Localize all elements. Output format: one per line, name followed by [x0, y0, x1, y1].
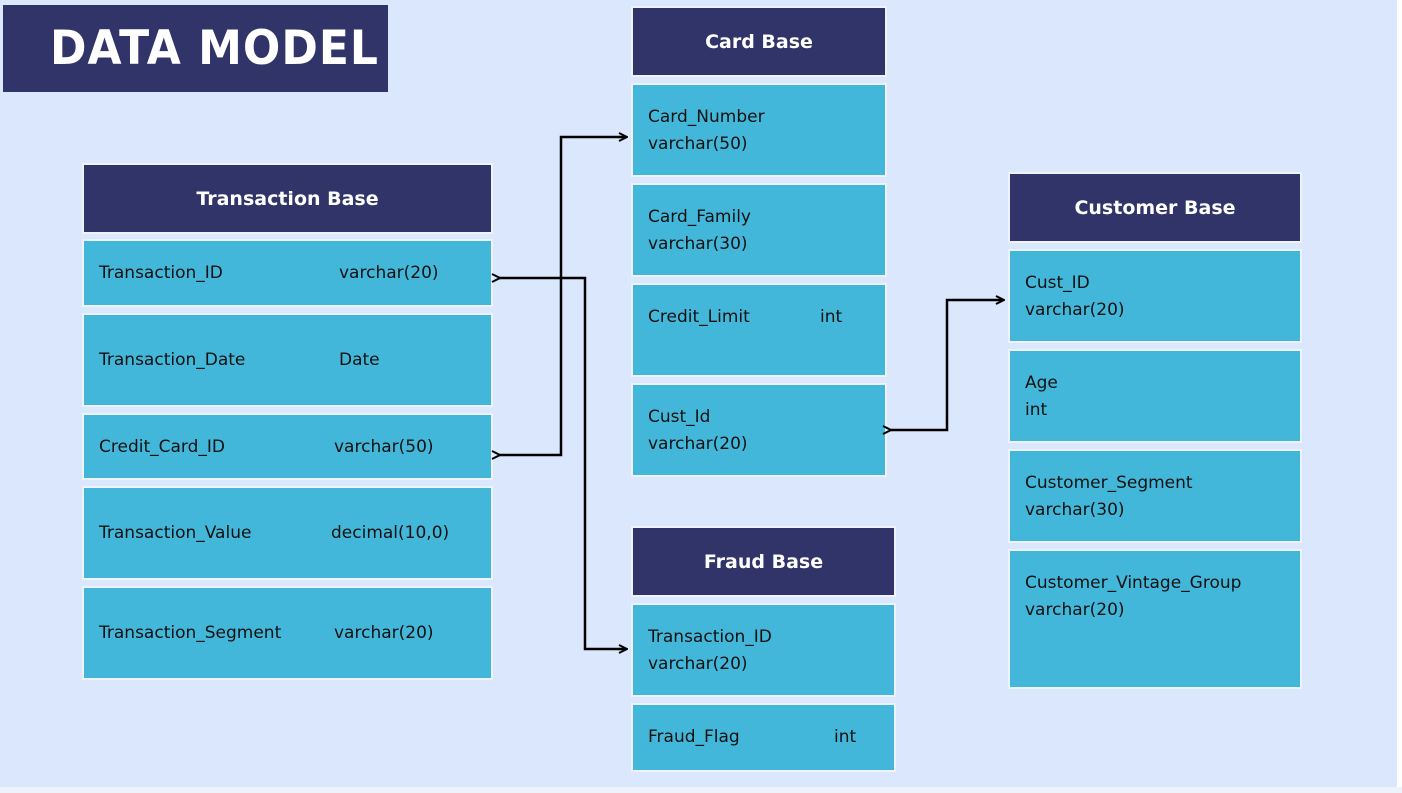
field-name: Cust_ID — [1025, 273, 1090, 293]
field-row: Transaction_Segment varchar(20) — [84, 588, 491, 678]
field-type: varchar(50) — [648, 134, 748, 154]
field-row: Card_Family varchar(30) — [633, 185, 885, 275]
field-type: varchar(30) — [648, 234, 748, 254]
field-name: Transaction_Segment — [99, 623, 282, 643]
field-row: Customer_Vintage_Group varchar(20) — [1010, 551, 1300, 687]
canvas-edge — [1397, 0, 1402, 793]
field-type: decimal(10,0) — [331, 523, 450, 543]
table-title: Fraud Base — [703, 550, 824, 573]
link-transaction-id-to-fraud — [499, 278, 626, 649]
field-row: Cust_ID varchar(20) — [1010, 251, 1300, 341]
field-type: Date — [339, 350, 380, 370]
diagram-title: DATA MODEL — [50, 20, 379, 77]
field-row: Credit_Card_ID varchar(50) — [84, 415, 491, 478]
field-name: Card_Family — [648, 207, 751, 227]
field-type: varchar(20) — [1025, 600, 1125, 620]
field-name: Customer_Segment — [1025, 473, 1193, 493]
field-row: Card_Number varchar(50) — [633, 85, 885, 175]
field-type: varchar(20) — [648, 434, 748, 454]
field-name: Transaction_Value — [99, 523, 252, 543]
field-name: Credit_Card_ID — [99, 437, 225, 457]
field-row: Transaction_Date Date — [84, 315, 491, 405]
field-type: varchar(20) — [1025, 300, 1125, 320]
field-row: Transaction_ID varchar(20) — [633, 605, 894, 695]
field-name: Card_Number — [648, 107, 765, 127]
field-type: varchar(20) — [339, 263, 439, 283]
link-card-cust-id-to-customer — [890, 300, 1003, 430]
table-header: Fraud Base — [633, 528, 894, 595]
field-name: Age — [1025, 373, 1058, 393]
field-row: Credit_Limit int — [633, 285, 885, 375]
field-type: varchar(20) — [648, 654, 748, 674]
field-type: varchar(20) — [334, 623, 434, 643]
table-title: Customer Base — [1074, 196, 1236, 219]
field-row: Transaction_ID varchar(20) — [84, 241, 491, 305]
field-row: Age int — [1010, 351, 1300, 441]
field-row: Customer_Segment varchar(30) — [1010, 451, 1300, 541]
field-type: int — [834, 727, 857, 747]
field-type: varchar(50) — [334, 437, 434, 457]
table-title: Card Base — [705, 30, 813, 53]
field-name: Customer_Vintage_Group — [1025, 573, 1242, 593]
table-header: Customer Base — [1010, 174, 1300, 241]
field-row: Transaction_Value decimal(10,0) — [84, 488, 491, 578]
field-name: Transaction_ID — [99, 263, 223, 283]
field-name: Transaction_ID — [648, 627, 772, 647]
field-type: int — [1025, 400, 1048, 420]
field-row: Fraud_Flag int — [633, 705, 894, 770]
link-credit-card-to-card-number — [499, 137, 626, 455]
field-type: int — [820, 307, 843, 327]
table-title: Transaction Base — [196, 187, 379, 210]
field-name: Fraud_Flag — [648, 727, 740, 747]
field-row: Cust_Id varchar(20) — [633, 385, 885, 475]
field-name: Transaction_Date — [99, 350, 246, 370]
table-header: Card Base — [633, 8, 885, 75]
title-banner: DATA MODEL — [3, 5, 388, 92]
field-type: varchar(30) — [1025, 500, 1125, 520]
field-name: Cust_Id — [648, 407, 711, 427]
canvas-edge — [0, 787, 1402, 793]
table-header: Transaction Base — [84, 165, 491, 232]
field-name: Credit_Limit — [648, 307, 750, 327]
